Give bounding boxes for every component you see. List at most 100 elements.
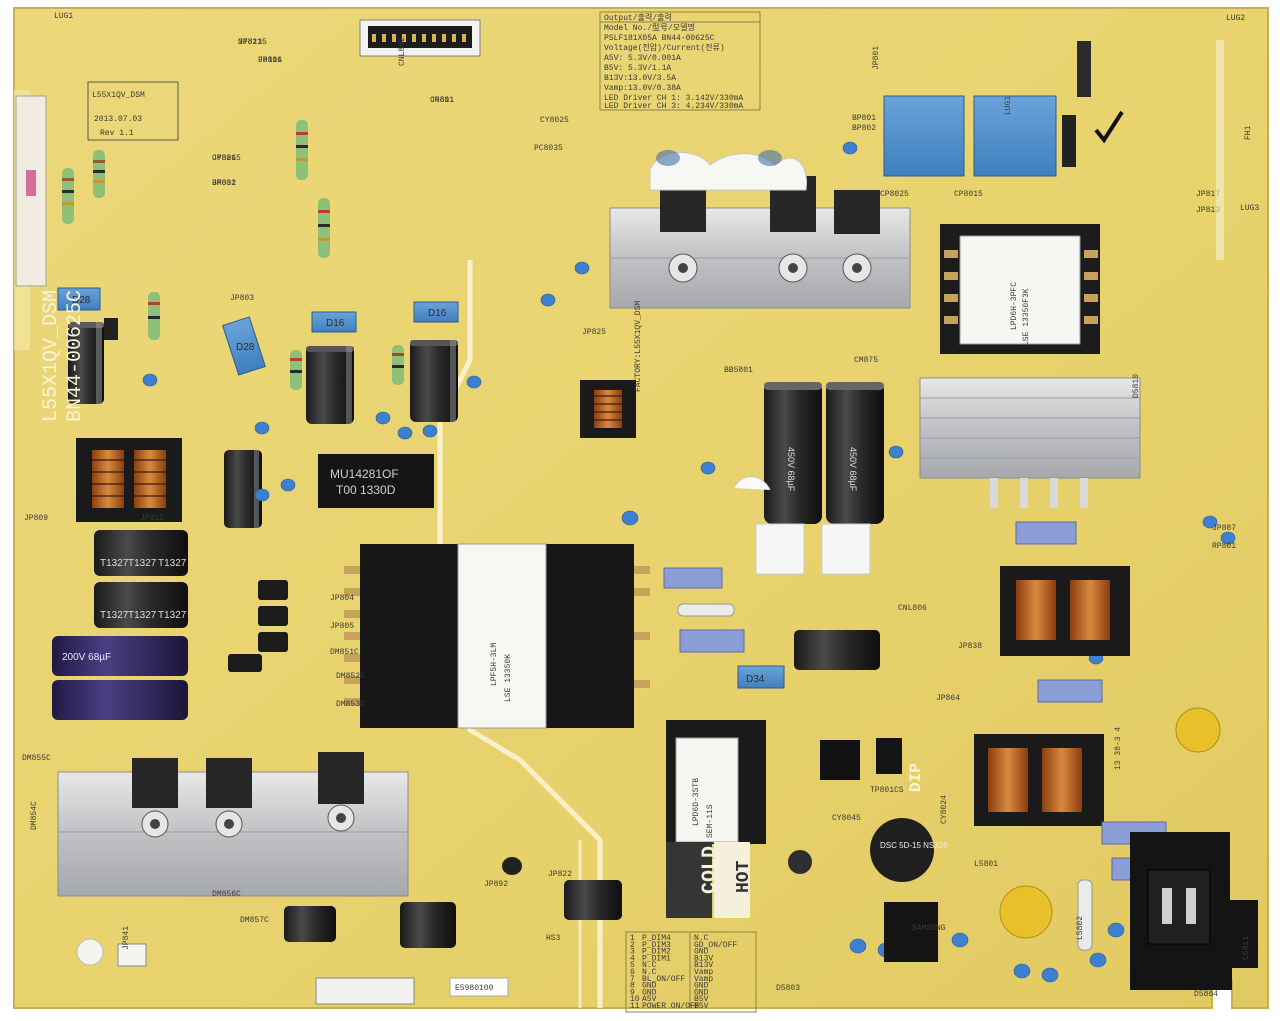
pin-table-cell: GND: [694, 948, 709, 957]
silk-label: CP8025: [880, 190, 909, 199]
silk-label: JP804: [330, 594, 354, 603]
cap-label: T1327: [158, 610, 187, 621]
rating-label: D16: [428, 308, 447, 319]
rating-label: D28: [72, 295, 91, 306]
silk-label: JP805: [330, 622, 354, 631]
silk-label: JP831: [212, 179, 236, 188]
silk-label: JP864: [936, 694, 960, 703]
silk-label: TP801CS: [870, 786, 904, 795]
cold-hot-markers: COLD HOT: [666, 842, 754, 918]
silk-label: JP803: [230, 294, 254, 303]
pin-table-cell: 2: [630, 941, 635, 950]
chokes-right: [974, 566, 1130, 826]
spec-row: LED Driver CH 1: 3.142V/330mA: [604, 94, 743, 103]
silk-label: JP825: [582, 328, 606, 337]
silk-label: JP892: [484, 880, 508, 889]
cap-label: T1327: [128, 558, 157, 569]
main-tx-label-1: LPF5H-3LM: [490, 643, 499, 686]
silk-label: D5804: [1194, 990, 1218, 999]
pin-table-cell: 8: [630, 982, 635, 991]
pin-table-cell: Vamp: [694, 968, 713, 977]
silk-label: JP811: [430, 96, 454, 105]
purple-cap-label: 200V 68µF: [62, 652, 111, 663]
pin-table-cell: 3: [630, 948, 635, 957]
transformer-standby: LPD6D-3STB SEM-11S: [666, 720, 766, 844]
connector-cnl802: [359, 19, 481, 57]
heatsink-top: [609, 150, 911, 309]
caps-bottom: [284, 857, 622, 948]
pin-table-cell: Vamp: [694, 975, 713, 984]
spec-row: PSLF181X05A BN44-00625C: [604, 34, 715, 43]
pin-table-cell: POWER ON/OFF: [642, 1002, 700, 1011]
x-capacitors-top: [883, 95, 1057, 177]
silk-label: CNL802: [398, 37, 407, 66]
silk-label: HS3: [546, 934, 561, 943]
bulk-cap-label: 450V 68µF: [848, 447, 858, 492]
spec-row: Voltage(전압)/Current(전류): [604, 42, 725, 53]
heatsink-right: [919, 377, 1141, 508]
cap-label: T1327: [100, 610, 129, 621]
lot-code: 13 38-3 4: [1114, 727, 1123, 770]
silk-label: CN801: [430, 96, 454, 105]
spec-row: Vamp:13.0V/0.38A: [604, 84, 681, 93]
silk-label: JP823: [238, 38, 262, 47]
silk-label: LUG2: [1226, 14, 1245, 23]
pin-table: [625, 931, 757, 1013]
heatsink-bottom-left: [57, 752, 409, 897]
standby-label-1: LPD6D-3STB: [692, 778, 701, 826]
bulk-cap-label: 450V 68µF: [786, 447, 796, 492]
silk-label: CP8015: [954, 190, 983, 199]
silk-label: DM853C: [336, 700, 365, 709]
caps-purple: 200V 68µF: [52, 636, 188, 720]
pin-table-cell: GND: [694, 988, 709, 997]
model-label: L55X1QV_DSM: [92, 91, 145, 100]
silk-label: CY8025: [540, 116, 569, 125]
pin-table-cell: P_DIM1: [642, 954, 671, 963]
pin-table-cell: P_DIM4: [642, 934, 671, 943]
silk-label: LUG1: [1004, 96, 1013, 115]
silk-label: JP838: [958, 642, 982, 651]
pin-table-cell: 9: [630, 988, 635, 997]
pin-table-cell: GD_ON/OFF: [694, 941, 737, 950]
silk-label: DM854C: [30, 801, 39, 830]
silk-label: CY8015: [212, 154, 241, 163]
pin-table-cell: 7: [630, 975, 635, 984]
silk-label: LUG3: [1240, 204, 1259, 213]
pin-table-cell: B5V: [694, 995, 709, 1004]
silk-label: FH1: [1244, 125, 1253, 140]
sticker-label: E5980100: [455, 984, 494, 993]
pfc-label-2: LSE 13350F3K: [1022, 288, 1031, 346]
silk-label: DM856C: [212, 890, 241, 899]
pin-table-cell: 4: [630, 954, 635, 963]
silk-label: JP813: [1196, 206, 1220, 215]
electrolytic-caps-left: [68, 318, 458, 528]
silk-label: BM802: [212, 179, 236, 188]
silk-label: L5802: [1076, 916, 1085, 940]
pin-table-cell: N.C: [642, 968, 657, 977]
rating-label: D34: [746, 674, 765, 685]
date-label: 2013.07.03: [94, 115, 142, 124]
hot-label: HOT: [734, 860, 754, 893]
rev-label: Rev 1.1: [100, 129, 134, 138]
pin-table-cell: N.C: [642, 961, 657, 970]
silk-label: JP841: [122, 926, 131, 950]
silk-label: LUG1: [54, 12, 73, 21]
pin-table-cell: 5: [630, 961, 635, 970]
pin-table-cell: P_DIM2: [642, 948, 671, 957]
thermistor: DSC 5D-15 NS326: [870, 818, 948, 882]
vertical-part-label: BN44-00625C: [64, 290, 87, 422]
pin-table-cell: B5V: [694, 1002, 709, 1011]
silk-label: CNL806: [898, 604, 927, 613]
pin-table-cell: GND: [694, 982, 709, 991]
silk-label: JP826: [212, 154, 236, 163]
ic-module: MU14281OF T00 1330D: [318, 454, 434, 508]
pin-table-cell: 1: [630, 934, 635, 943]
main-tx-label-2: LSE 13350K: [504, 654, 513, 702]
silk-label: JP817: [1196, 190, 1220, 199]
pin-table-cell: GND: [642, 988, 657, 997]
pin-table-cell: B13V: [694, 954, 713, 963]
silk-label: RP801: [1212, 542, 1236, 551]
spec-row: B13V:13.0V/3.5A: [604, 74, 676, 83]
